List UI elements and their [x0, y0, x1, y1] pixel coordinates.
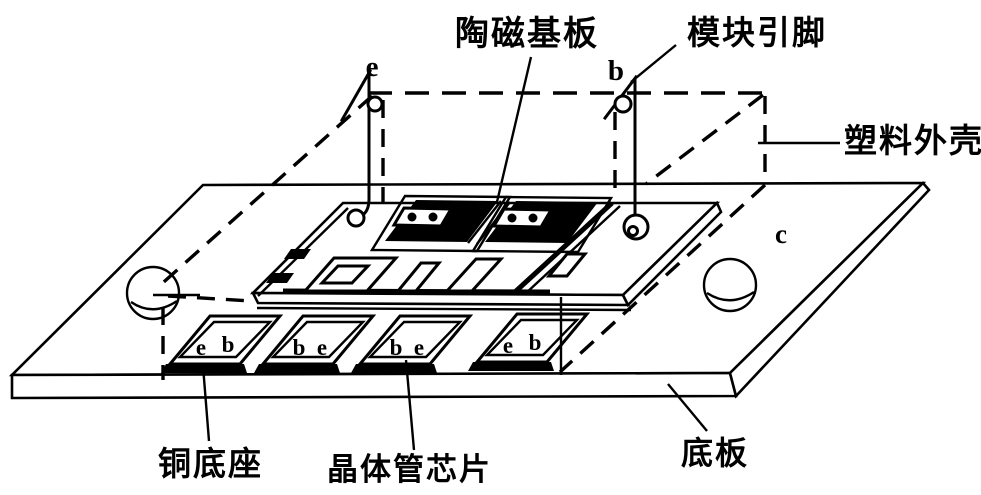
label-plastic-case: 塑料外壳	[844, 122, 981, 159]
base-pin	[602, 74, 650, 241]
tray1-letter-right: b	[222, 332, 235, 357]
label-module-pin: 模块引脚	[687, 14, 827, 51]
leader-copper-base	[201, 365, 211, 442]
label-ceramic-substrate: 陶磁基板	[455, 15, 599, 53]
transistor-die-right	[470, 195, 614, 254]
leader-base-plate	[667, 383, 708, 432]
plastic-case-outline	[155, 91, 767, 380]
tray4-letter-right: b	[529, 330, 542, 355]
label-copper-base: 铜底座	[158, 445, 263, 482]
chip-tray-4: e b	[468, 312, 591, 371]
letter-e: e	[366, 51, 379, 83]
tray2-letter-left: b	[293, 335, 306, 360]
emitter-pin	[339, 68, 384, 228]
chip-tray-3: b e	[351, 314, 474, 373]
transistor-die-left	[369, 194, 513, 253]
leader-module-pin	[630, 44, 677, 83]
leader-lines	[201, 44, 840, 451]
mounting-hole-right	[702, 257, 758, 313]
leader-transistor-chip	[404, 359, 416, 451]
tray3-letter-left: b	[390, 335, 403, 360]
tray4-letter-left: e	[503, 333, 513, 358]
tray1-letter-left: e	[196, 335, 206, 360]
leader-ceramic-substrate	[495, 56, 533, 203]
chip-tray-2: b e	[254, 314, 377, 373]
substrate-traces	[266, 200, 589, 293]
tray3-letter-right: e	[414, 335, 424, 360]
tray2-letter-right: e	[317, 335, 327, 360]
labels: 陶磁基板 模块引脚 塑料外壳 铜底座 晶体管芯片 底板 e b c	[158, 14, 981, 487]
label-base-plate: 底板	[681, 435, 749, 471]
label-transistor-chip: 晶体管芯片	[327, 452, 492, 487]
letter-b: b	[608, 55, 624, 87]
letter-c: c	[775, 219, 787, 249]
